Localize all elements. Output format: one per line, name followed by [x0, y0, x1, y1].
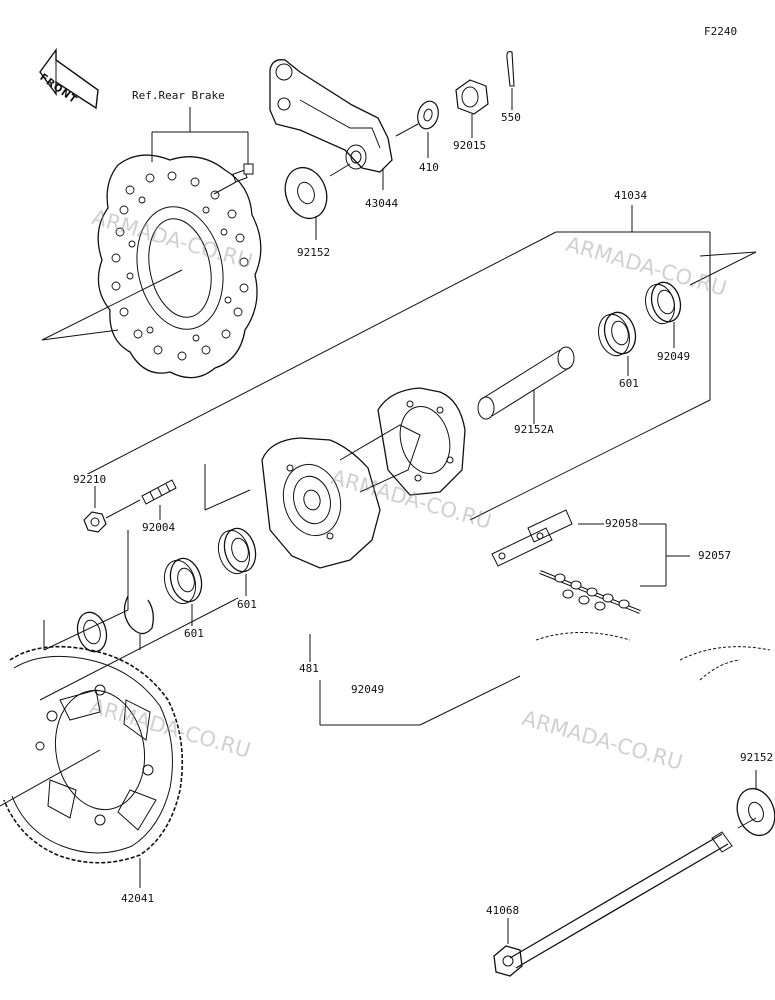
hub-assembly-bracket	[39, 205, 757, 726]
rear-sprocket-drawing	[0, 645, 184, 888]
bearing-601-low-drawing	[163, 557, 203, 626]
nut-92015-drawing	[455, 79, 489, 138]
washer-410-drawing	[395, 100, 439, 158]
wheel-hub-drawing	[261, 387, 466, 662]
disc-bolt-drawing	[213, 163, 254, 195]
wheel-rim-fragments	[535, 632, 771, 681]
part-number-92210[interactable]: 92210	[72, 473, 108, 486]
part-number-92152[interactable]: 92152	[296, 246, 332, 259]
part-number-92057[interactable]: 92057	[697, 549, 733, 562]
drive-chain-drawing	[491, 509, 690, 614]
ref-rear-brake-label[interactable]: Ref.Rear Brake	[131, 89, 226, 102]
part-number-601[interactable]: 601	[183, 627, 205, 640]
nut-92210-drawing	[83, 486, 141, 533]
part-number-601[interactable]: 601	[236, 598, 258, 611]
part-number-410[interactable]: 410	[418, 161, 440, 174]
part-number-481[interactable]: 481	[298, 662, 320, 675]
bearing-601-mid-drawing	[217, 527, 257, 596]
part-number-92004[interactable]: 92004	[141, 521, 177, 534]
diagram-code: F2240	[703, 25, 739, 38]
part-number-43044[interactable]: 43044	[364, 197, 400, 210]
ref-rear-brake-leader	[151, 107, 249, 168]
front-arrow-icon	[39, 47, 99, 110]
brake-disc-drawing	[41, 154, 262, 379]
part-number-601[interactable]: 601	[618, 377, 640, 390]
part-number-92049[interactable]: 92049	[350, 683, 386, 696]
bearing-601-top-drawing	[598, 311, 637, 376]
caliper-bracket-drawing	[269, 59, 393, 190]
stud-92004-drawing	[141, 479, 177, 520]
seal-92049-low-drawing	[76, 611, 108, 653]
circlip-drawing	[123, 595, 154, 650]
part-number-42041[interactable]: 42041	[120, 892, 156, 905]
collar-92152A-drawing	[477, 346, 575, 424]
part-number-92049[interactable]: 92049	[656, 350, 692, 363]
part-number-550[interactable]: 550	[500, 111, 522, 124]
part-number-41034[interactable]: 41034	[613, 189, 649, 202]
part-number-92015[interactable]: 92015	[452, 139, 488, 152]
part-number-92058[interactable]: 92058	[604, 517, 640, 530]
collar-92152-low-drawing	[736, 770, 775, 837]
cotter-pin-550-drawing	[506, 51, 515, 110]
part-number-92152[interactable]: 92152	[739, 751, 775, 764]
part-number-41068[interactable]: 41068	[485, 904, 521, 917]
part-number-92152A[interactable]: 92152A	[513, 423, 555, 436]
seal-92049-top-drawing	[645, 281, 682, 348]
rear-axle-drawing	[493, 817, 757, 977]
collar-92152-top-drawing	[284, 163, 351, 240]
